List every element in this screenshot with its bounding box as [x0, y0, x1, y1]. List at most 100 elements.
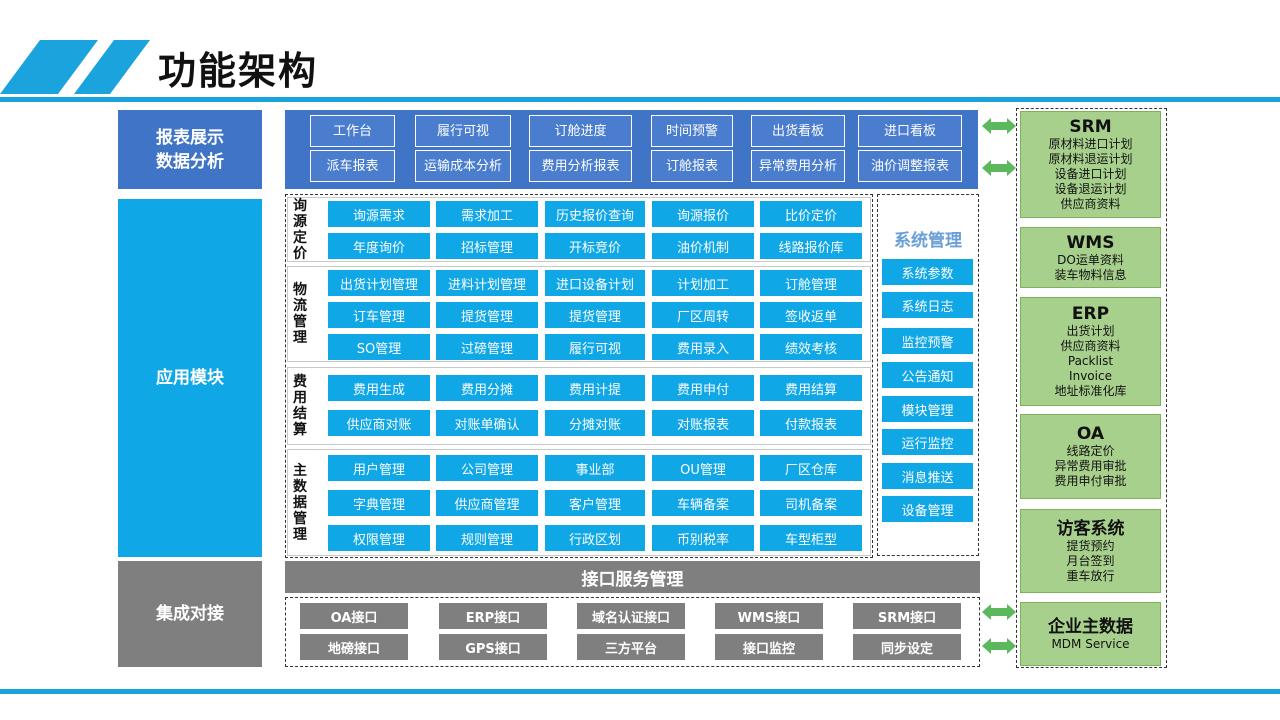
module-button[interactable]: 规则管理 — [436, 525, 538, 551]
report-button[interactable]: 油价调整报表 — [858, 150, 962, 182]
system-item-button[interactable]: 模块管理 — [882, 396, 973, 422]
module-button[interactable]: SO管理 — [328, 334, 430, 360]
module-button[interactable]: 历史报价查询 — [545, 201, 645, 227]
external-system-line: 原材料退运计划 — [1048, 152, 1133, 166]
module-button[interactable]: 厂区仓库 — [760, 455, 862, 481]
module-button[interactable]: OU管理 — [652, 455, 754, 481]
module-button[interactable]: 进料计划管理 — [436, 270, 538, 296]
module-button[interactable]: 事业部 — [545, 455, 645, 481]
module-button[interactable]: 订车管理 — [328, 302, 430, 328]
report-button[interactable]: 费用分析报表 — [529, 150, 632, 182]
module-button[interactable]: 字典管理 — [328, 490, 430, 516]
module-button[interactable]: 过磅管理 — [436, 334, 538, 360]
module-button[interactable]: 费用分摊 — [436, 375, 538, 401]
report-button[interactable]: 派车报表 — [310, 150, 395, 182]
module-button[interactable]: 油价机制 — [652, 233, 754, 259]
external-system-line: 提货预约 — [1066, 538, 1115, 553]
module-button[interactable]: 签收返单 — [760, 302, 862, 328]
module-button[interactable]: 计划加工 — [652, 270, 754, 296]
interface-button[interactable]: 三方平台 — [577, 634, 685, 660]
system-item-button[interactable]: 公告通知 — [882, 362, 973, 388]
module-button[interactable]: 费用生成 — [328, 375, 430, 401]
module-button[interactable]: 对账报表 — [652, 410, 754, 436]
module-button[interactable]: 进口设备计划 — [545, 270, 645, 296]
interface-button[interactable]: GPS接口 — [439, 634, 547, 660]
module-button[interactable]: 订舱管理 — [760, 270, 862, 296]
report-button[interactable]: 履行可视 — [415, 115, 511, 147]
interface-button[interactable]: 同步设定 — [853, 634, 961, 660]
external-system-line: 线路定价 — [1066, 444, 1115, 458]
external-system-line: 月台签到 — [1066, 553, 1115, 568]
section-label: 询源定价 — [293, 197, 307, 262]
app-modules-panel — [285, 194, 873, 558]
external-system-line: Invoice — [1069, 369, 1112, 383]
double-arrow-icon — [982, 160, 1016, 176]
module-button[interactable]: 厂区周转 — [652, 302, 754, 328]
interface-button[interactable]: 域名认证接口 — [577, 603, 685, 629]
system-item-button[interactable]: 系统参数 — [882, 259, 973, 285]
module-button[interactable]: 车辆备案 — [652, 490, 754, 516]
report-button[interactable]: 订舱进度 — [529, 115, 632, 147]
report-button[interactable]: 订舱报表 — [651, 150, 733, 182]
system-item-button[interactable]: 运行监控 — [882, 429, 973, 455]
module-button[interactable]: 绩效考核 — [760, 334, 862, 360]
report-button[interactable]: 进口看板 — [858, 115, 962, 147]
module-button[interactable]: 履行可视 — [545, 334, 645, 360]
module-button[interactable]: 年度询价 — [328, 233, 430, 259]
module-button[interactable]: 提货管理 — [436, 302, 538, 328]
module-button[interactable]: 需求加工 — [436, 201, 538, 227]
module-button[interactable]: 招标管理 — [436, 233, 538, 259]
external-system-line: DO运单资料 — [1057, 252, 1124, 267]
module-button[interactable]: 比价定价 — [760, 201, 862, 227]
module-button[interactable]: 供应商管理 — [436, 490, 538, 516]
module-button[interactable]: 提货管理 — [545, 302, 645, 328]
report-button[interactable]: 工作台 — [310, 115, 395, 147]
interface-button[interactable]: ERP接口 — [439, 603, 547, 629]
module-button[interactable]: 询源需求 — [328, 201, 430, 227]
interface-button[interactable]: SRM接口 — [853, 603, 961, 629]
module-button[interactable]: 行政区划 — [545, 525, 645, 551]
module-button[interactable]: 用户管理 — [328, 455, 430, 481]
module-button[interactable]: 付款报表 — [760, 410, 862, 436]
system-item-button[interactable]: 设备管理 — [882, 496, 973, 522]
system-panel — [877, 194, 979, 556]
module-button[interactable]: 币别税率 — [652, 525, 754, 551]
external-system-line: 设备退运计划 — [1054, 182, 1127, 196]
report-button[interactable]: 出货看板 — [751, 115, 845, 147]
module-button[interactable]: 费用计提 — [545, 375, 645, 401]
external-system-line: Packlist — [1067, 354, 1114, 368]
external-system-name: 访客系统 — [1056, 518, 1125, 539]
module-button[interactable]: 供应商对账 — [328, 410, 430, 436]
module-button[interactable]: 线路报价库 — [760, 233, 862, 259]
external-system-line: 供应商资料 — [1060, 339, 1121, 353]
report-button[interactable]: 异常费用分析 — [751, 150, 845, 182]
external-system-line: 装车物料信息 — [1054, 267, 1127, 282]
interface-button[interactable]: 地磅接口 — [300, 634, 408, 660]
interfaces-panel — [285, 597, 980, 667]
module-button[interactable]: 权限管理 — [328, 525, 430, 551]
module-button[interactable]: 对账单确认 — [436, 410, 538, 436]
module-button[interactable]: 费用申付 — [652, 375, 754, 401]
module-button[interactable]: 出货计划管理 — [328, 270, 430, 296]
module-button[interactable]: 公司管理 — [436, 455, 538, 481]
module-button[interactable]: 客户管理 — [545, 490, 645, 516]
system-item-button[interactable]: 消息推送 — [882, 463, 973, 489]
system-item-button[interactable]: 监控预警 — [882, 328, 973, 354]
interface-button[interactable]: OA接口 — [300, 603, 408, 629]
module-button[interactable]: 询源报价 — [652, 201, 754, 227]
system-item-button[interactable]: 系统日志 — [882, 292, 973, 318]
interface-button[interactable]: 接口监控 — [715, 634, 823, 660]
category-report: 报表展示 数据分析 — [118, 110, 262, 189]
module-button[interactable]: 司机备案 — [760, 490, 862, 516]
report-button[interactable]: 运输成本分析 — [415, 150, 511, 182]
module-button[interactable]: 费用录入 — [652, 334, 754, 360]
external-system-card: 访客系统提货预约月台签到重车放行 — [1020, 509, 1161, 593]
module-button[interactable]: 开标竞价 — [545, 233, 645, 259]
module-button[interactable]: 车型柜型 — [760, 525, 862, 551]
report-button[interactable]: 时间预警 — [651, 115, 733, 147]
header-stripe-decoration — [0, 40, 150, 94]
double-arrow-icon — [982, 638, 1016, 654]
module-button[interactable]: 费用结算 — [760, 375, 862, 401]
interface-button[interactable]: WMS接口 — [715, 603, 823, 629]
module-button[interactable]: 分摊对账 — [545, 410, 645, 436]
